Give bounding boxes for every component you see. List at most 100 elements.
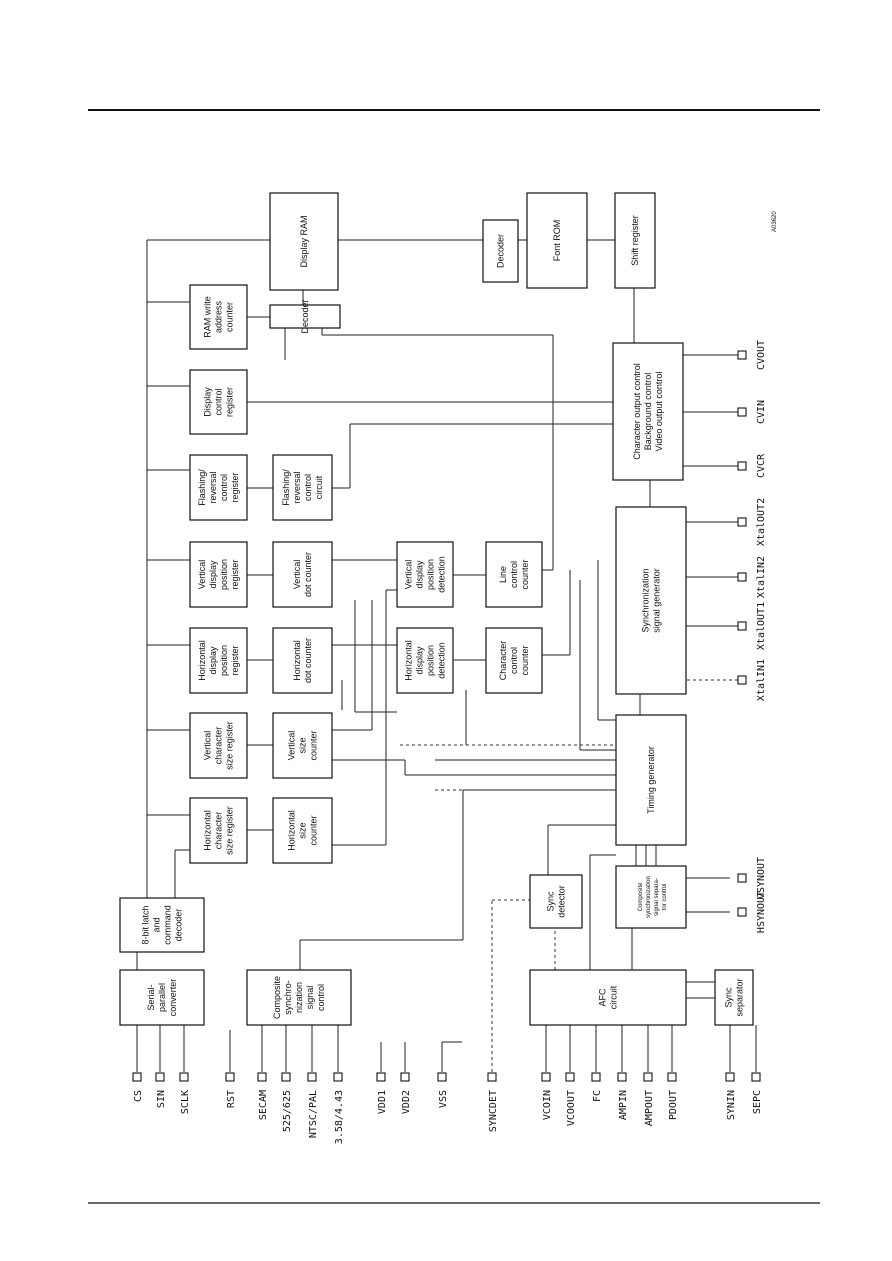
vertical-size-counter-label: Verticalsizecounter — [287, 730, 319, 760]
horizontal-dot-counter-label-line: Horizontal — [292, 640, 302, 681]
flashing-reversal-control-circuit-label-line: reversal — [292, 471, 302, 503]
pin-vdd2: VDD2 — [400, 1072, 412, 1114]
output-control-label: Character output controlBackground contr… — [632, 363, 664, 460]
ram-write-address-counter-label-line: counter — [225, 302, 235, 332]
flashing-reversal-control-register-label-line: reversal — [208, 471, 218, 503]
character-control-counter-label: Charactercontrolcounter — [498, 641, 530, 681]
ram-decoder-box — [269, 304, 341, 329]
pin-terminal — [281, 1072, 291, 1082]
composite-sync-control-label: Compositesynchro-nizationsignalcontrol — [272, 976, 326, 1019]
vertical-display-position-detection-box — [396, 541, 454, 608]
drawing-code: A03620 — [772, 211, 778, 232]
pin-terminal — [400, 1072, 410, 1082]
output-control-label-line: Video output control — [654, 372, 664, 452]
horizontal-character-size-register-label: Horizontalcharactersize register — [203, 806, 235, 855]
ram-decoder-label: Decoder — [300, 299, 310, 333]
vertical-display-position-detection-label-line: detection — [437, 556, 447, 593]
horizontal-character-size-register-box — [189, 797, 248, 864]
sync-detector-label-line: Sync — [546, 891, 556, 912]
output-control-block: Character output controlBackground contr… — [612, 342, 684, 481]
vertical-character-size-register-label: Verticalcharactersize register — [203, 721, 235, 770]
pin-label: VDD1 — [377, 1090, 388, 1114]
timing-generator-label: Timing generator — [646, 746, 656, 814]
pin-rst: RST — [225, 1072, 237, 1108]
pin-vdd1: VDD1 — [376, 1072, 388, 1114]
pin-cvcr: CVCR — [737, 453, 767, 478]
pin-terminal — [737, 675, 747, 685]
pin-terminal — [737, 621, 747, 631]
rom-decoder-label-line: Decoder — [496, 234, 506, 268]
display-ram-label-line: Display RAM — [299, 215, 309, 267]
character-control-counter-label-line: control — [509, 647, 519, 674]
serial-parallel-converter-label: Serial-parallelconverter — [146, 979, 178, 1017]
pin-terminal — [132, 1072, 142, 1082]
character-control-counter-label-line: Character — [498, 641, 508, 681]
pin-ntsc-pal: NTSC/PAL — [307, 1072, 319, 1138]
pin-terminal — [667, 1072, 677, 1082]
sync-separator-box — [714, 969, 754, 1026]
vertical-display-position-register-block: Verticaldisplaypositionregister — [189, 541, 248, 608]
pin-terminal — [437, 1072, 447, 1082]
pin-vcoin: VCOIN — [541, 1072, 553, 1120]
pin-terminal — [541, 1072, 551, 1082]
display-ram-block: Display RAM — [269, 192, 339, 291]
horizontal-size-counter-label-line: size — [298, 822, 308, 838]
sync-separator-label-line: Sync — [724, 987, 734, 1008]
flashing-reversal-control-register-label-line: Flashing/ — [197, 469, 207, 506]
pin-label: SECAM — [258, 1090, 269, 1120]
horizontal-display-position-detection-label-line: detection — [437, 642, 447, 679]
vertical-display-position-register-label-line: position — [219, 559, 229, 590]
vertical-dot-counter-box — [272, 541, 333, 608]
pin-terminal — [737, 517, 747, 527]
pin-label: CVIN — [756, 400, 767, 424]
horizontal-display-position-detection-block: Horizontaldisplaypositiondetection — [396, 627, 454, 694]
display-control-register-label: Displaycontrolregister — [203, 387, 235, 417]
pin-label: HSYNOUT — [756, 891, 767, 933]
pin-label: CVOUT — [756, 340, 767, 370]
pin-label: VDD2 — [401, 1090, 412, 1114]
composite-sync-control-label-line: synchro- — [283, 980, 293, 1015]
rom-decoder-block: Decoder — [482, 219, 519, 283]
horizontal-size-counter-label: Horizontalsizecounter — [287, 810, 319, 851]
pin-terminal — [487, 1072, 497, 1082]
horizontal-display-position-detection-label: Horizontaldisplaypositiondetection — [404, 640, 447, 681]
ram-write-address-counter-label: RAM writeaddresscounter — [203, 296, 235, 338]
composite-sync-signal-separation-label-line: tor control — [662, 884, 668, 911]
vertical-size-counter-label-line: size — [298, 737, 308, 753]
display-control-register-block: Displaycontrolregister — [189, 369, 248, 435]
pin-vss: VSS — [437, 1072, 449, 1108]
vertical-display-position-detection-label: Verticaldisplaypositiondetection — [404, 556, 447, 593]
pin-terminal — [751, 1072, 761, 1082]
pin-terminal — [155, 1072, 165, 1082]
afc-circuit-label-line: AFC — [598, 988, 608, 1007]
pin-label: XtalIN2 — [756, 556, 767, 598]
character-control-counter-box — [485, 627, 543, 694]
flashing-reversal-control-circuit-block: Flashing/reversalcontrolcircuit — [272, 454, 333, 521]
composite-sync-signal-separation-box — [615, 865, 687, 929]
vertical-character-size-register-box — [189, 712, 248, 779]
pin-secam: SECAM — [257, 1072, 269, 1120]
shift-register-label-line: Shift register — [630, 215, 640, 266]
flashing-reversal-control-register-label: Flashing/reversalcontrolregister — [197, 469, 240, 506]
composite-sync-control-label-line: nization — [294, 982, 304, 1013]
pin-terminal — [333, 1072, 343, 1082]
character-control-counter-label-line: counter — [520, 645, 530, 675]
pin-label: XtalOUT1 — [756, 602, 767, 650]
horizontal-character-size-register-label-line: size register — [225, 806, 235, 855]
latch-command-decoder-label-line: 8-bit latch — [141, 905, 151, 944]
pin-sclk: SCLK — [179, 1072, 191, 1114]
character-control-counter-block: Charactercontrolcounter — [485, 627, 543, 694]
vertical-character-size-register-label-line: character — [214, 727, 224, 765]
line-control-counter-label-line: control — [509, 561, 519, 588]
horizontal-character-size-register-label-line: Horizontal — [203, 810, 213, 851]
pin-terminal — [737, 350, 747, 360]
pin-label: CVCR — [756, 453, 767, 478]
font-rom-block: Font ROM — [526, 192, 588, 289]
line-control-counter-label: Linecontrolcounter — [498, 559, 530, 589]
sync-detector-label-line: detector — [557, 885, 567, 918]
display-ram-label: Display RAM — [299, 215, 309, 267]
ram-decoder-label-line: Decoder — [300, 299, 310, 333]
